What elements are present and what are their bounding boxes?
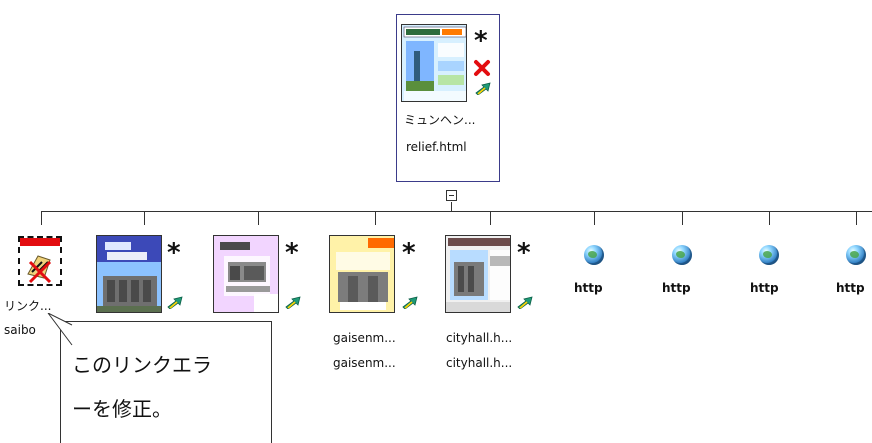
callout-line-1: このリンクエラ	[72, 353, 212, 377]
broken-link-icon[interactable]	[18, 236, 62, 286]
broken-link-label: リンク...	[4, 299, 52, 313]
star-icon: *	[402, 238, 416, 268]
child-4-thumbnail[interactable]	[329, 235, 395, 313]
callout-text: このリンクエラ ーを修正。	[72, 343, 272, 431]
http-label-4: http	[836, 281, 865, 295]
globe-icon[interactable]	[672, 245, 692, 265]
tree-drop-2	[144, 211, 145, 225]
link-arrow-icon[interactable]	[516, 294, 534, 310]
tree-drop-3	[258, 211, 259, 225]
tree-trunk	[451, 202, 452, 212]
child-5-thumbnail[interactable]	[445, 235, 511, 313]
link-arrow-icon[interactable]	[401, 294, 419, 310]
tree-drop-9	[856, 211, 857, 225]
http-label-3: http	[750, 281, 779, 295]
http-label-2: http	[662, 281, 691, 295]
child-2-thumbnail[interactable]	[96, 235, 162, 313]
tree-drop-1	[41, 211, 42, 225]
link-arrow-icon[interactable]	[284, 294, 302, 310]
star-icon: *	[285, 238, 299, 268]
child-4-filename: gaisenm...	[333, 356, 396, 370]
child-5-filename: cityhall.h...	[446, 356, 513, 370]
callout-pointer	[45, 312, 85, 393]
http-label-1: http	[574, 281, 603, 295]
star-icon: *	[517, 238, 531, 268]
star-icon: *	[167, 238, 181, 268]
collapse-toggle[interactable]	[446, 190, 457, 201]
globe-icon[interactable]	[846, 245, 866, 265]
globe-icon[interactable]	[584, 245, 604, 265]
child-4-label: gaisenm...	[333, 331, 396, 345]
tree-drop-7	[682, 211, 683, 225]
link-arrow-icon[interactable]	[166, 294, 184, 310]
root-title: ミュンヘン...	[404, 113, 476, 127]
child-5-label: cityhall.h...	[446, 331, 513, 345]
tree-bus	[41, 211, 872, 212]
tree-drop-4	[375, 211, 376, 225]
star-icon: *	[474, 26, 488, 56]
globe-icon[interactable]	[759, 245, 779, 265]
delete-x-icon[interactable]	[472, 58, 492, 78]
tree-drop-5	[490, 211, 491, 225]
link-arrow-icon[interactable]	[474, 80, 492, 96]
root-thumbnail[interactable]	[401, 24, 467, 102]
tree-drop-6	[594, 211, 595, 225]
tree-drop-8	[769, 211, 770, 225]
root-filename: relief.html	[406, 140, 467, 154]
broken-link-header	[20, 238, 60, 246]
broken-link-filename: saibo	[4, 323, 36, 337]
callout-box	[60, 321, 272, 443]
child-3-thumbnail[interactable]	[213, 235, 279, 313]
callout-line-2: ーを修正。	[72, 397, 172, 421]
